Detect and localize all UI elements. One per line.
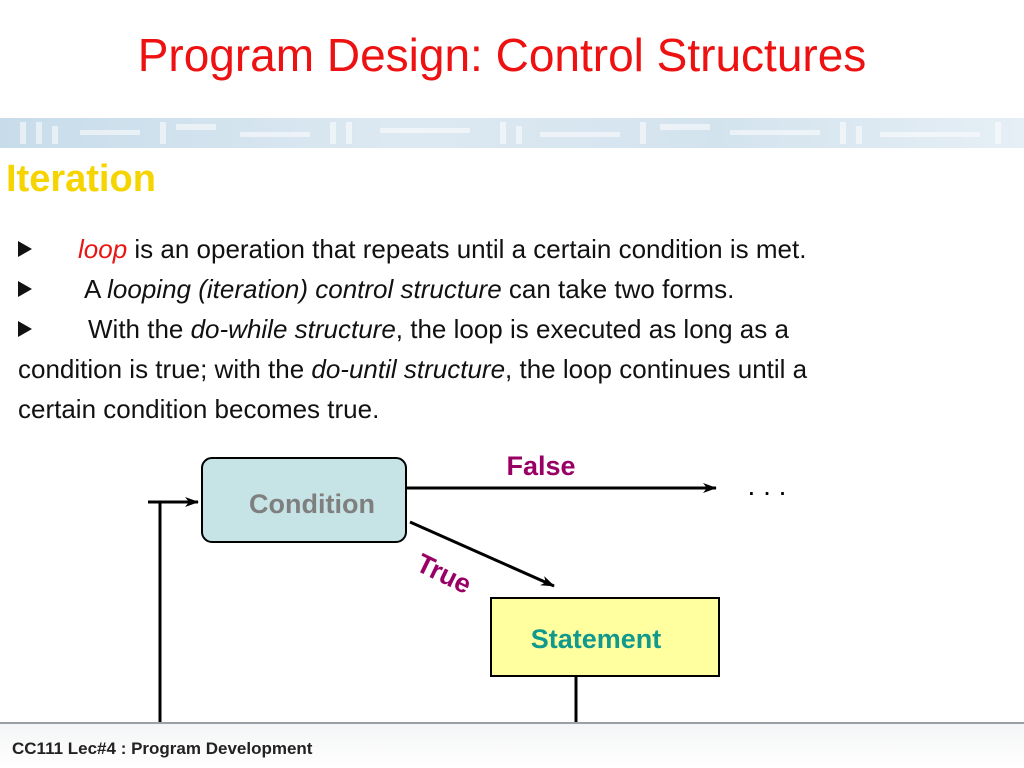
footer-divider — [0, 722, 1024, 724]
bullet-3-term-1: do-while structure — [190, 314, 396, 344]
arrow-bullet-icon — [18, 321, 32, 337]
bullet-1: loop is an operation that repeats until … — [18, 229, 1008, 269]
statement-box — [490, 597, 720, 677]
bullet-3: With the do-while structure, the loop is… — [18, 309, 1008, 349]
bullet-2-text: can take two forms. — [501, 274, 735, 304]
bullet-2-text-pre: A — [84, 274, 108, 304]
circuit-pattern-icon — [20, 122, 1001, 144]
true-label: True — [412, 548, 476, 600]
continuation-ellipsis: . . . — [748, 470, 787, 501]
bullet-2-term: looping (iteration) control structure — [107, 274, 502, 304]
bullet-3-cont-2: certain condition becomes true. — [18, 389, 1008, 429]
bullet-3-cont-1: condition is true; with the do-until str… — [18, 349, 1008, 389]
bullet-list: loop is an operation that repeats until … — [18, 229, 1008, 429]
bullet-3-text-pre: With the — [88, 314, 191, 344]
condition-box — [201, 457, 407, 543]
bullet-3-text-4: certain condition becomes true. — [18, 394, 380, 424]
bullet-2: A looping (iteration) control structure … — [18, 269, 1008, 309]
arrow-bullet-icon — [18, 281, 32, 297]
bullet-1-text: is an operation that repeats until a cer… — [127, 234, 807, 264]
statement-label: Statement — [531, 624, 662, 654]
false-label: False — [506, 451, 575, 481]
bullet-3-text-3: , the loop continues until a — [505, 354, 808, 384]
slide-title: Program Design: Control Structures — [137, 29, 867, 81]
footer-bar — [0, 724, 1024, 768]
condition-label: Condition — [249, 489, 375, 519]
bullet-3-term-2: do-until structure — [311, 354, 506, 384]
bullet-3-text-2: condition is true; with the — [18, 354, 312, 384]
decorative-band — [0, 118, 1024, 148]
bullet-3-text-1: , the loop is executed as long as a — [395, 314, 789, 344]
loop-flowchart: Condition False . . . True Statement — [148, 451, 787, 722]
arrow-bullet-icon — [18, 241, 32, 257]
footer-text: CC111 Lec#4 : Program Development — [12, 739, 313, 758]
section-title: Iteration — [6, 158, 156, 200]
true-arrow — [409, 520, 555, 588]
bullet-1-term: loop — [78, 234, 128, 264]
